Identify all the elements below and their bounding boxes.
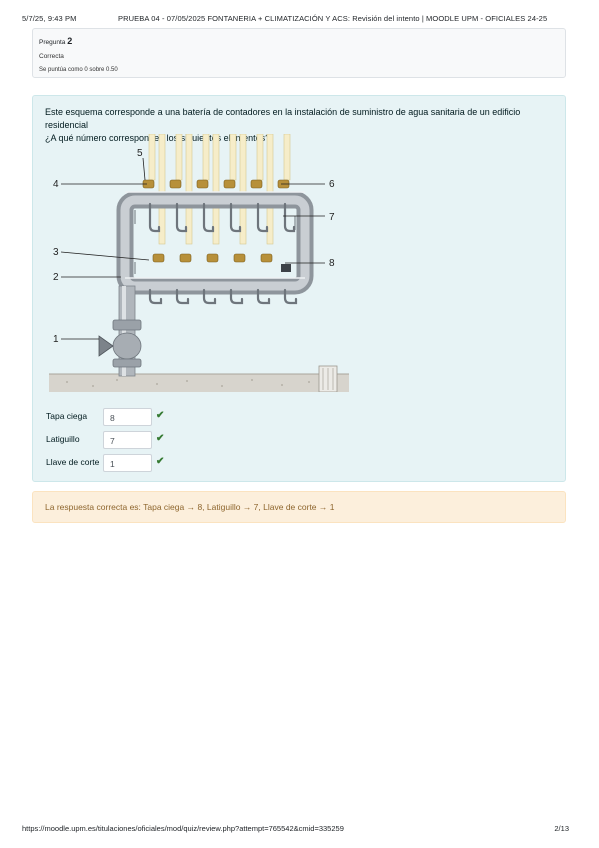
diagram-label-6: 6 xyxy=(329,179,335,190)
correct-answer-text: La respuesta correcta es: Tapa ciega → 8… xyxy=(45,502,335,512)
diagram-label-4: 4 xyxy=(53,179,59,190)
correct-check-icon: ✔ xyxy=(156,456,165,467)
diagram-label-7: 7 xyxy=(329,212,335,223)
question-prefix: Pregunta xyxy=(39,39,66,46)
diagram-label-3: 3 xyxy=(53,247,59,258)
print-datetime: 5/7/25, 9:43 PM xyxy=(22,14,77,23)
answer-select-llave-de-corte[interactable]: 1 xyxy=(103,454,152,472)
print-page-number: 2/13 xyxy=(554,824,569,833)
answer-label-tapa-ciega: Tapa ciega xyxy=(46,411,88,421)
correct-check-icon: ✔ xyxy=(156,410,165,421)
diagram-label-5: 5 xyxy=(137,148,143,159)
question-grade: Se puntúa como 0 sobre 0.50 xyxy=(39,67,118,73)
correct-check-icon: ✔ xyxy=(156,433,165,444)
print-page-title: PRUEBA 04 - 07/05/2025 FONTANERIA + CLIM… xyxy=(118,14,548,23)
correct-answer-feedback: La respuesta correcta es: Tapa ciega → 8… xyxy=(32,491,566,523)
question-state: Correcta xyxy=(39,53,64,60)
question-info-box: Pregunta 2 Correcta Se puntúa como 0 sob… xyxy=(32,28,566,78)
question-number-value: 2 xyxy=(67,36,73,46)
answer-label-llave-de-corte: Llave de corte xyxy=(46,457,100,467)
lower-meters xyxy=(148,253,298,305)
diagram-label-8: 8 xyxy=(329,258,335,269)
diagram-label-1: 1 xyxy=(53,334,59,345)
question-number: Pregunta 2 xyxy=(39,36,72,46)
question-text: Este esquema corresponde a una batería d… xyxy=(45,106,557,145)
meter-battery-diagram: 1 2 3 4 5 6 7 8 xyxy=(49,134,349,392)
diagram-label-2: 2 xyxy=(53,272,59,283)
answer-select-tapa-ciega[interactable]: 8 xyxy=(103,408,152,426)
question-text-line-2: ¿A qué número corresponden los siguiente… xyxy=(45,133,271,143)
upper-meters xyxy=(142,179,296,233)
answer-label-latiguillo: Latiguillo xyxy=(46,434,80,444)
question-text-line-1: Este esquema corresponde a una batería d… xyxy=(45,107,521,130)
question-formulation: Este esquema corresponde a una batería d… xyxy=(32,95,566,482)
answer-select-latiguillo[interactable]: 7 xyxy=(103,431,152,449)
print-footer-url: https://moodle.upm.es/titulaciones/ofici… xyxy=(22,824,344,833)
